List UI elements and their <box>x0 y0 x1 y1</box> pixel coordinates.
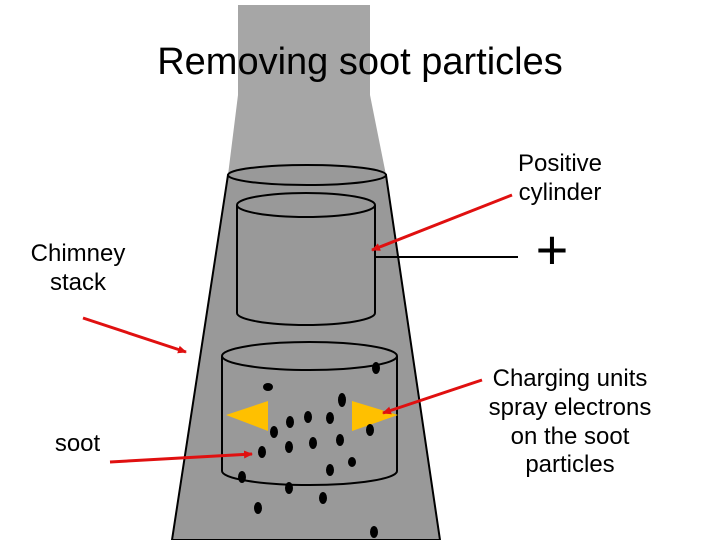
plus-sign: + <box>535 218 569 281</box>
soot-particle <box>338 393 346 407</box>
soot-particle <box>285 441 293 453</box>
label-charging-units: Charging units spray electrons on the so… <box>488 365 652 479</box>
diagram-title: Removing soot particles <box>157 41 563 83</box>
soot-particle <box>304 411 312 423</box>
arrow-positive-cylinder <box>371 193 513 252</box>
soot-particle <box>309 437 317 449</box>
soot-particle <box>285 482 293 494</box>
arrow-charging-units <box>382 378 483 415</box>
soot-particle <box>366 424 374 436</box>
soot-particle <box>238 471 246 483</box>
soot-particle <box>270 426 278 438</box>
label-chimney-stack: Chimney stack <box>30 240 126 296</box>
label-positive-cylinder: Positive cylinder <box>517 150 603 206</box>
soot-particles <box>238 362 380 538</box>
chimney-top-rim <box>227 164 387 186</box>
soot-particle <box>326 464 334 476</box>
soot-particle <box>286 416 294 428</box>
soot-particle <box>372 362 380 374</box>
smoke-plume <box>228 5 386 175</box>
soot-particle <box>326 412 334 424</box>
right-nozzle <box>352 401 398 431</box>
soot-particle <box>319 492 327 504</box>
soot-particle <box>263 383 273 391</box>
soot-particle <box>348 457 356 467</box>
arrow-chimney-stack <box>82 316 187 354</box>
soot-particle <box>258 446 266 458</box>
left-nozzle <box>226 401 268 431</box>
soot-particle <box>370 526 378 538</box>
soot-particle <box>336 434 344 446</box>
arrow-soot <box>109 450 253 464</box>
label-soot: soot <box>54 430 101 457</box>
positive-cylinder <box>236 192 376 326</box>
soot-particle <box>254 502 262 514</box>
